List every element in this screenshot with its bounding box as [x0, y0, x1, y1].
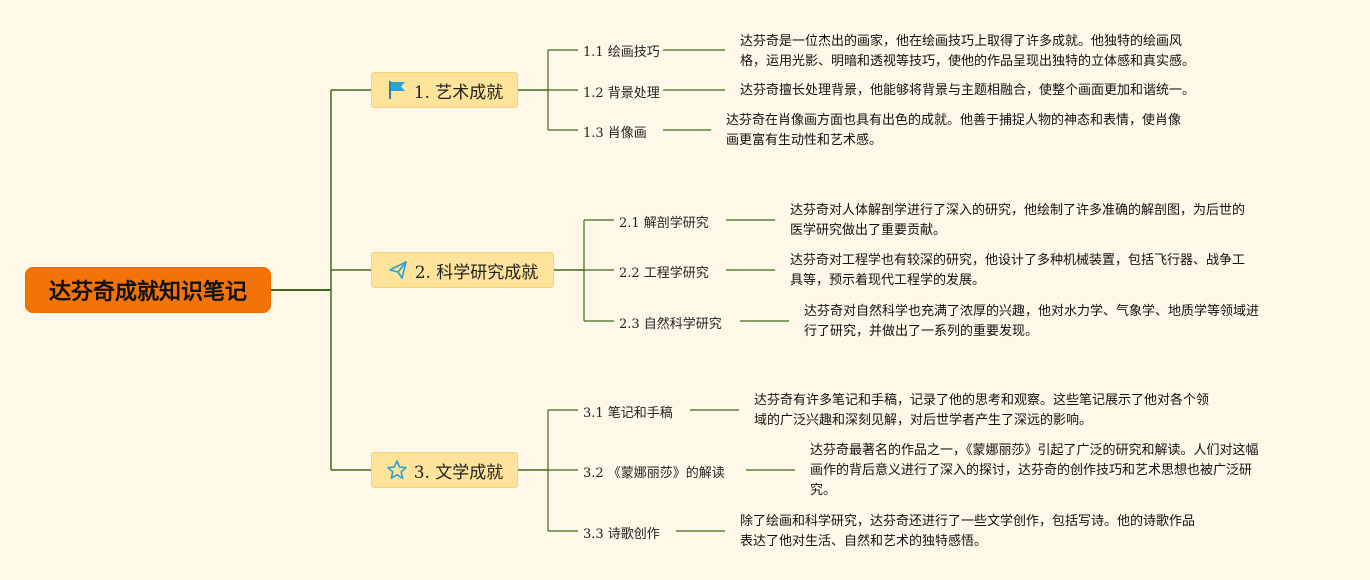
leaf-label: 2.3 自然科学研究	[619, 317, 722, 332]
leaf-label: 3.3 诗歌创作	[583, 527, 660, 542]
flag-icon	[386, 79, 408, 101]
leaf-2-3[interactable]: 2.3 自然科学研究	[619, 313, 722, 332]
note-line: 达芬奇有许多笔记和手稿，记录了他的思考和观察。这些笔记展示了他对各个领	[754, 393, 1210, 408]
note-line: 除了绘画和科学研究，达芬奇还进行了一些文学创作，包括写诗。他的诗歌作品	[740, 514, 1196, 529]
note-1-1: 达芬奇是一位杰出的画家，他在绘画技巧上取得了许多成就。他独特的绘画风 格，运用光…	[740, 32, 1195, 72]
leaf-label: 1.2 背景处理	[583, 86, 660, 101]
note-3-1: 达芬奇有许多笔记和手稿，记录了他的思考和观察。这些笔记展示了他对各个领 域的广泛…	[754, 391, 1209, 431]
note-line: 画更富有生动性和艺术感。	[726, 133, 883, 148]
note-2-1: 达芬奇对人体解剖学进行了深入的研究，他绘制了许多准确的解剖图，为后世的 医学研究…	[790, 201, 1245, 241]
branch-science[interactable]: 2. 科学研究成就	[371, 252, 554, 288]
leaf-3-2[interactable]: 3.2 《蒙娜丽莎》的解读	[583, 462, 725, 481]
note-line: 达芬奇最著名的作品之一，《蒙娜丽莎》引起了广泛的研究和解读。人们对这幅	[810, 443, 1259, 458]
note-line: 达芬奇是一位杰出的画家，他在绘画技巧上取得了许多成就。他独特的绘画风	[740, 34, 1183, 49]
leaf-2-2[interactable]: 2.2 工程学研究	[619, 262, 709, 281]
note-line: 表达了他对生活、自然和艺术的独特感悟。	[740, 534, 988, 549]
note-line: 达芬奇在肖像画方面也具有出色的成就。他善于捕捉人物的神态和表情，使肖像	[726, 113, 1182, 128]
note-line: 达芬奇对工程学也有较深的研究，他设计了多种机械装置，包括飞行器、战争工	[790, 253, 1246, 268]
note-line: 究。	[810, 483, 837, 498]
leaf-label: 1.3 肖像画	[583, 126, 647, 141]
note-2-2: 达芬奇对工程学也有较深的研究，他设计了多种机械装置，包括飞行器、战争工 具等，预…	[790, 251, 1245, 291]
leaf-3-3[interactable]: 3.3 诗歌创作	[583, 523, 660, 542]
branch-literature[interactable]: 3. 文学成就	[371, 452, 518, 488]
root-topic[interactable]: 达芬奇成就知识笔记	[26, 268, 270, 312]
note-line: 达芬奇对自然科学也充满了浓厚的兴趣，他对水力学、气象学、地质学等领域进	[804, 304, 1260, 319]
note-line: 医学研究做出了重要贡献。	[790, 223, 947, 238]
note-3-3: 除了绘画和科学研究，达芬奇还进行了一些文学创作，包括写诗。他的诗歌作品 表达了他…	[740, 512, 1195, 552]
leaf-label: 1.1 绘画技巧	[583, 45, 660, 60]
note-line: 行了研究，并做出了一系列的重要发现。	[804, 324, 1039, 339]
note-2-3: 达芬奇对自然科学也充满了浓厚的兴趣，他对水力学、气象学、地质学等领域进 行了研究…	[804, 302, 1259, 342]
leaf-label: 3.2 《蒙娜丽莎》的解读	[583, 466, 725, 481]
leaf-2-1[interactable]: 2.1 解剖学研究	[619, 212, 709, 231]
branch-science-label: 2. 科学研究成就	[414, 262, 539, 283]
paper-plane-icon	[387, 259, 409, 281]
leaf-label: 2.1 解剖学研究	[619, 216, 709, 231]
branch-literature-label: 3. 文学成就	[413, 462, 504, 483]
leaf-1-1[interactable]: 1.1 绘画技巧	[583, 41, 660, 60]
note-3-2: 达芬奇最著名的作品之一，《蒙娜丽莎》引起了广泛的研究和解读。人们对这幅 画作的背…	[810, 441, 1259, 501]
leaf-1-3[interactable]: 1.3 肖像画	[583, 122, 647, 141]
leaf-label: 3.1 笔记和手稿	[583, 406, 673, 421]
leaf-1-2[interactable]: 1.2 背景处理	[583, 82, 660, 101]
note-line: 达芬奇对人体解剖学进行了深入的研究，他绘制了许多准确的解剖图，为后世的	[790, 203, 1246, 218]
root-topic-label: 达芬奇成就知识笔记	[48, 280, 247, 305]
note-line: 域的广泛兴趣和深刻见解，对后世学者产生了深远的影响。	[754, 413, 1093, 428]
branch-art[interactable]: 1. 艺术成就	[371, 72, 518, 108]
branch-art-label: 1. 艺术成就	[413, 82, 504, 103]
leaf-label: 2.2 工程学研究	[619, 266, 709, 281]
note-1-3: 达芬奇在肖像画方面也具有出色的成就。他善于捕捉人物的神态和表情，使肖像 画更富有…	[726, 111, 1181, 151]
note-line: 格，运用光影、明暗和透视等技巧，使他的作品呈现出独特的立体感和真实感。	[740, 54, 1196, 69]
star-icon	[386, 459, 408, 481]
leaf-3-1[interactable]: 3.1 笔记和手稿	[583, 402, 673, 421]
note-1-2: 达芬奇擅长处理背景，他能够将背景与主题相融合，使整个画面更加和谐统一。	[740, 81, 1195, 101]
note-line: 画作的背后意义进行了深入的探讨，达芬奇的创作技巧和艺术思想也被广泛研	[810, 463, 1253, 478]
note-line: 具等，预示着现代工程学的发展。	[790, 273, 986, 288]
note-line: 达芬奇擅长处理背景，他能够将背景与主题相融合，使整个画面更加和谐统一。	[740, 83, 1196, 98]
